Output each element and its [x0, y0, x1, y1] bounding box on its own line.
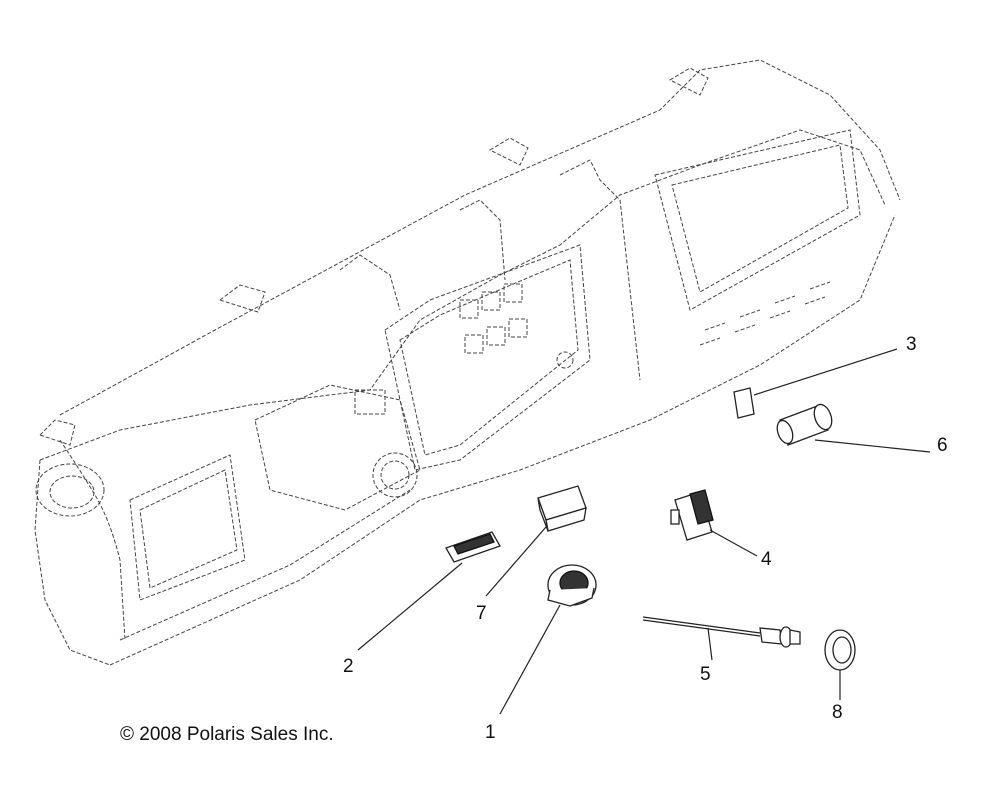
- callout-6: 6: [937, 435, 948, 456]
- part-7-switch-block: [537, 485, 587, 532]
- part-5-cable: [642, 616, 801, 648]
- callout-5: 5: [700, 664, 711, 685]
- copyright-text: © 2008 Polaris Sales Inc.: [120, 724, 334, 745]
- part-3-trim-tab: [733, 387, 755, 419]
- callout-2: 2: [343, 656, 354, 677]
- part-8-ring-nut: [824, 629, 856, 671]
- dashboard-panel: [34, 59, 901, 666]
- callout-1: 1: [485, 722, 496, 743]
- callout-7: 7: [476, 603, 487, 624]
- part-2-rocker-switch: [445, 531, 501, 563]
- callout-8: 8: [832, 702, 843, 723]
- callout-4: 4: [761, 549, 772, 570]
- callout-3: 3: [906, 334, 917, 355]
- part-4-switch: [670, 489, 714, 541]
- part-1-ignition-switch: [547, 564, 597, 607]
- part-6-cylinder: [776, 403, 833, 446]
